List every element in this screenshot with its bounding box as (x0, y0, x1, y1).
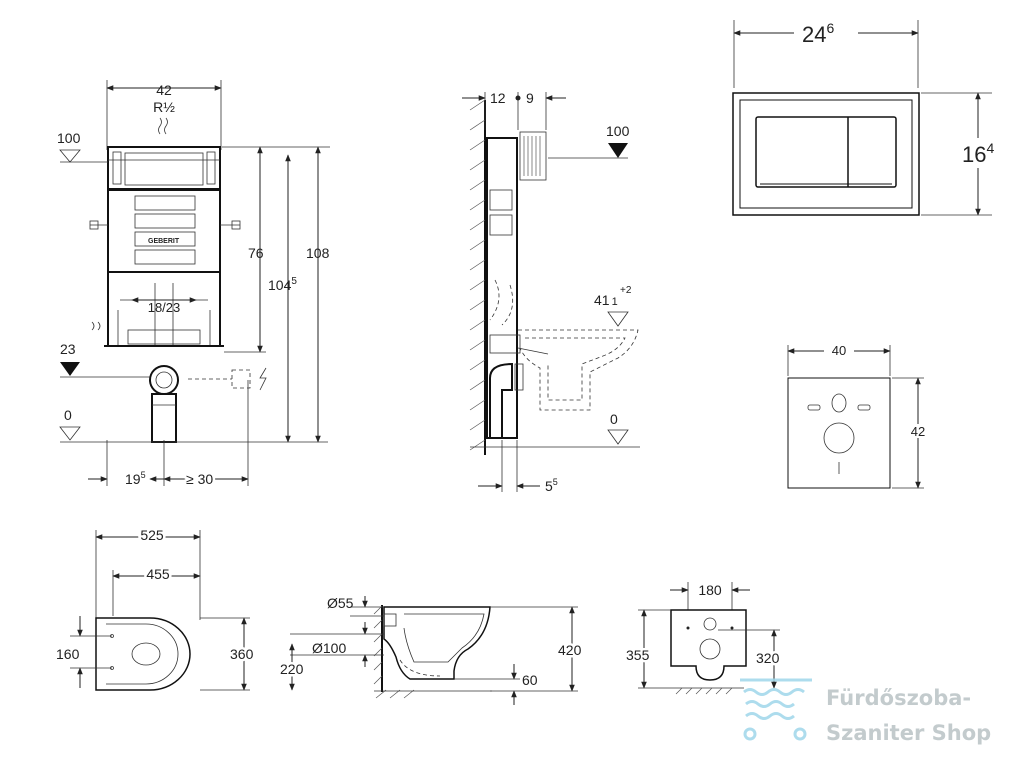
plate-height-sup: 4 (986, 140, 994, 156)
toilet-top-view: 525 455 160 360 (56, 525, 256, 691)
svg-text:246: 246 (802, 20, 834, 47)
side-d55-label: Ø55 (327, 595, 354, 611)
watermark-line1: Fürdőszoba- (826, 686, 971, 710)
sound-pad-view: 40 42 (787, 343, 930, 489)
range-label: 18/23 (148, 300, 181, 315)
side-h60-label: 60 (522, 672, 538, 688)
plate-width-sup: 6 (826, 20, 834, 36)
frame-width-label: 42 (156, 82, 172, 98)
svg-text:1045: 1045 (268, 276, 297, 293)
side-level-41-tol-plus: +2 (620, 285, 632, 296)
back-h320-label: 320 (756, 650, 780, 666)
toilet-side-view: Ø55 Ø100 220 420 60 (278, 595, 584, 705)
offset-195-sup: 5 (141, 470, 146, 480)
height-108-label: 108 (306, 245, 330, 261)
pad-height-label: 42 (911, 424, 925, 439)
top-length-525-label: 525 (140, 527, 164, 543)
svg-text:195: 195 (125, 470, 146, 487)
brand-label: GEBERIT (148, 238, 180, 245)
toilet-back-view: 180 355 320 (624, 582, 782, 695)
back-w180-label: 180 (698, 582, 722, 598)
height-1045-label: 104 (268, 277, 292, 293)
side-level-0-label: 0 (610, 411, 618, 427)
side-offset-55-label: 5 (545, 478, 553, 494)
plate-height-label: 16 (962, 142, 986, 167)
svg-text:411: 411 (594, 292, 618, 308)
side-level-41-tol-minus: 1 (612, 296, 618, 308)
level-0-label: 0 (64, 407, 72, 423)
watermark-logo: Fürdőszoba- Szaniter Shop (740, 678, 991, 745)
level-100-label: 100 (57, 130, 81, 146)
frame-front-view: 42 R½ GEBERIT 18/23 (57, 80, 330, 490)
side-level-100-label: 100 (606, 123, 630, 139)
top-width-360-label: 360 (230, 646, 254, 662)
top-length-455-label: 455 (146, 566, 170, 582)
svg-text:55: 55 (545, 477, 558, 494)
bathtub-icon (740, 678, 812, 741)
level-23-label: 23 (60, 341, 76, 357)
side-h420-label: 420 (558, 642, 582, 658)
side-d100-label: Ø100 (312, 640, 346, 656)
top-holes-160-label: 160 (56, 646, 80, 662)
svg-text:164: 164 (962, 140, 994, 167)
watermark-line2: Szaniter Shop (826, 721, 991, 745)
back-h355-label: 355 (626, 647, 650, 663)
min-30-label: ≥ 30 (186, 471, 213, 487)
connection-label: R½ (153, 99, 175, 115)
plate-width-label: 24 (802, 22, 826, 47)
offset-195-label: 19 (125, 471, 141, 487)
side-level-41-label: 41 (594, 292, 610, 308)
depth-9-label: 9 (526, 90, 534, 106)
flush-plate-view: 246 164 (732, 20, 1008, 216)
height-1045-sup: 5 (291, 276, 297, 287)
depth-12-label: 12 (490, 90, 506, 106)
side-h220-label: 220 (280, 661, 304, 677)
side-offset-55-sup: 5 (553, 477, 558, 487)
height-76-label: 76 (248, 245, 264, 261)
pad-width-label: 40 (832, 343, 846, 358)
